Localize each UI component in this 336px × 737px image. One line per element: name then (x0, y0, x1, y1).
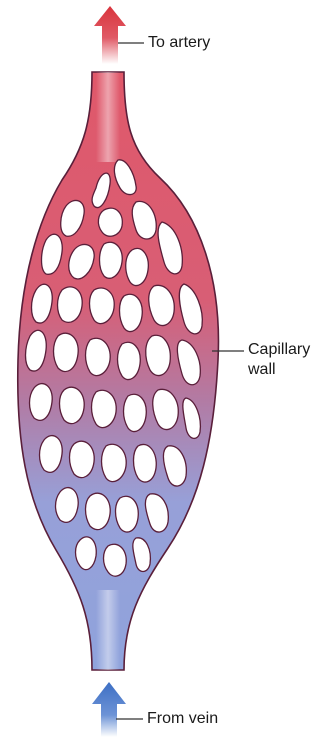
capillary-wall-label-line1: Capillary (248, 340, 310, 360)
capillary-wall-label-line2: wall (248, 360, 310, 380)
up-arrow-from-vein (92, 682, 126, 737)
to-artery-label: To artery (148, 33, 210, 53)
upper-tube-highlight (96, 72, 120, 162)
from-vein-label: From vein (147, 709, 218, 729)
lower-tube-highlight (96, 590, 120, 670)
capillary-wall-label: Capillary wall (248, 340, 310, 380)
up-arrow-to-artery (94, 6, 126, 64)
